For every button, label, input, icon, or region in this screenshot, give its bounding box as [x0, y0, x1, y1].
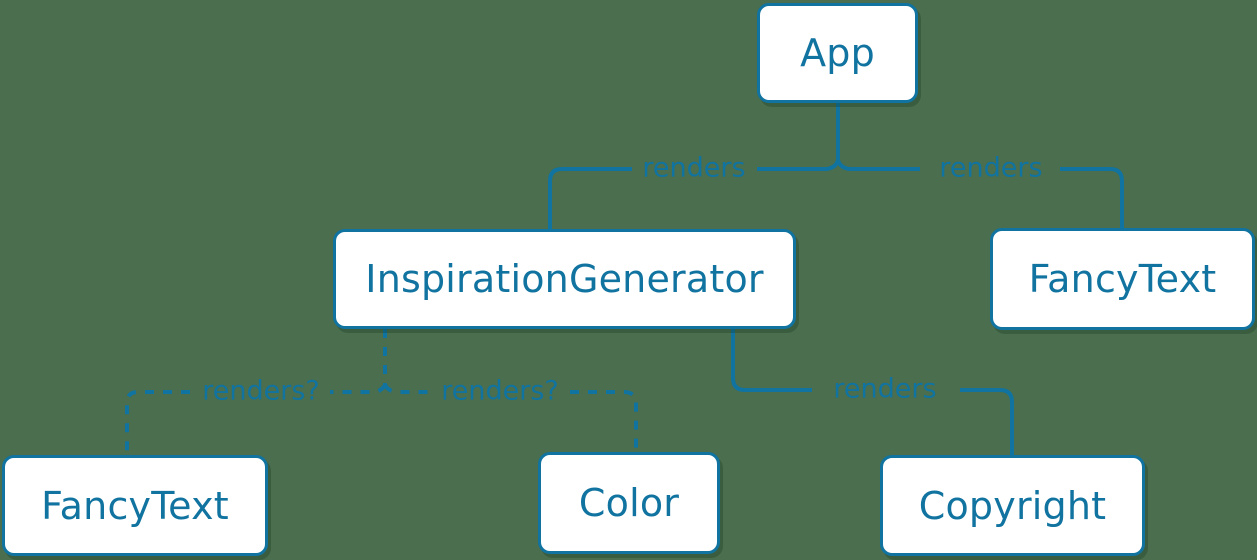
- node-color-label: Color: [578, 481, 680, 525]
- node-fancytext-top-label: FancyText: [1028, 257, 1217, 301]
- node-app[interactable]: App: [757, 3, 918, 103]
- node-fancytext-top[interactable]: FancyText: [990, 228, 1255, 330]
- edge-label-inspirationgenerator-to-fancytext-bottom: renders?: [202, 375, 320, 407]
- node-copyright-label: Copyright: [918, 483, 1107, 528]
- node-copyright[interactable]: Copyright: [880, 455, 1145, 556]
- node-color[interactable]: Color: [538, 452, 720, 554]
- edge-label-inspirationgenerator-to-copyright: renders: [833, 373, 937, 405]
- node-fancytext-bottom[interactable]: FancyText: [2, 455, 268, 556]
- node-inspirationgenerator[interactable]: InspirationGenerator: [333, 229, 796, 329]
- node-inspirationgenerator-label: InspirationGenerator: [365, 257, 764, 301]
- edge-label-app-to-inspirationgenerator: renders: [642, 152, 746, 184]
- node-fancytext-bottom-label: FancyText: [41, 483, 229, 528]
- edge-label-app-to-fancytext-top: renders: [939, 152, 1043, 184]
- node-app-label: App: [800, 31, 875, 75]
- edge-label-inspirationgenerator-to-color: renders?: [441, 375, 559, 407]
